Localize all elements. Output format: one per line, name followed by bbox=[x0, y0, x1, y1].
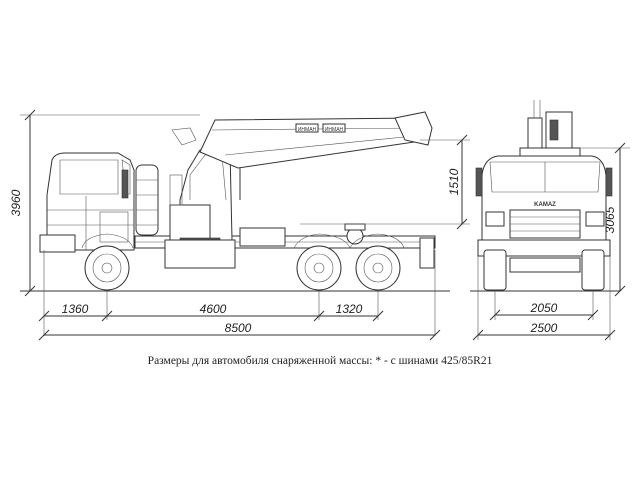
side-view: ИНМАН ИНМАН bbox=[9, 109, 470, 341]
front-overhang-label: 1360 bbox=[62, 302, 89, 316]
wheelbase-label: 4600 bbox=[200, 302, 227, 316]
crane-height-label: 1510 bbox=[447, 168, 461, 195]
overall-height-label: 3960 bbox=[9, 189, 23, 216]
front-right-tire bbox=[581, 249, 605, 291]
overall-width-label: 2500 bbox=[530, 321, 558, 335]
rear-wheel-1 bbox=[296, 245, 342, 291]
front-badge: KAMAZ bbox=[534, 202, 556, 208]
drawing-caption: Размеры для автомобиля снаряженной массы… bbox=[147, 355, 493, 367]
front-axle bbox=[509, 257, 581, 273]
track-width-label: 2050 bbox=[530, 301, 558, 315]
front-view: KAMAZ 3065 2050 bbox=[470, 100, 630, 341]
rear-wheel-2 bbox=[355, 245, 401, 291]
rear-equipment bbox=[164, 223, 435, 269]
front-cab: KAMAZ bbox=[475, 155, 613, 257]
length-dimensions: 1360 4600 1320 8500 bbox=[38, 250, 441, 341]
height-dimension: 3960 bbox=[9, 109, 200, 297]
width-dimensions: 2050 2500 bbox=[472, 256, 616, 341]
spare-wheel bbox=[135, 164, 159, 236]
front-left-tire bbox=[483, 249, 507, 291]
front-height-label: 3065 bbox=[603, 206, 617, 233]
boom-label-2: ИНМАН bbox=[325, 127, 344, 133]
boom-label-1: ИНМАН bbox=[298, 127, 317, 133]
front-crane bbox=[519, 100, 581, 161]
overall-length-label: 8500 bbox=[225, 321, 252, 335]
axle-spacing-label: 1320 bbox=[336, 302, 363, 316]
crane-boom: ИНМАН ИНМАН bbox=[171, 111, 433, 200]
crane-height-dimension: 1510 bbox=[300, 134, 470, 230]
front-height-dimension: 3065 bbox=[580, 142, 630, 297]
cab bbox=[39, 152, 135, 253]
front-wheel bbox=[84, 245, 130, 291]
